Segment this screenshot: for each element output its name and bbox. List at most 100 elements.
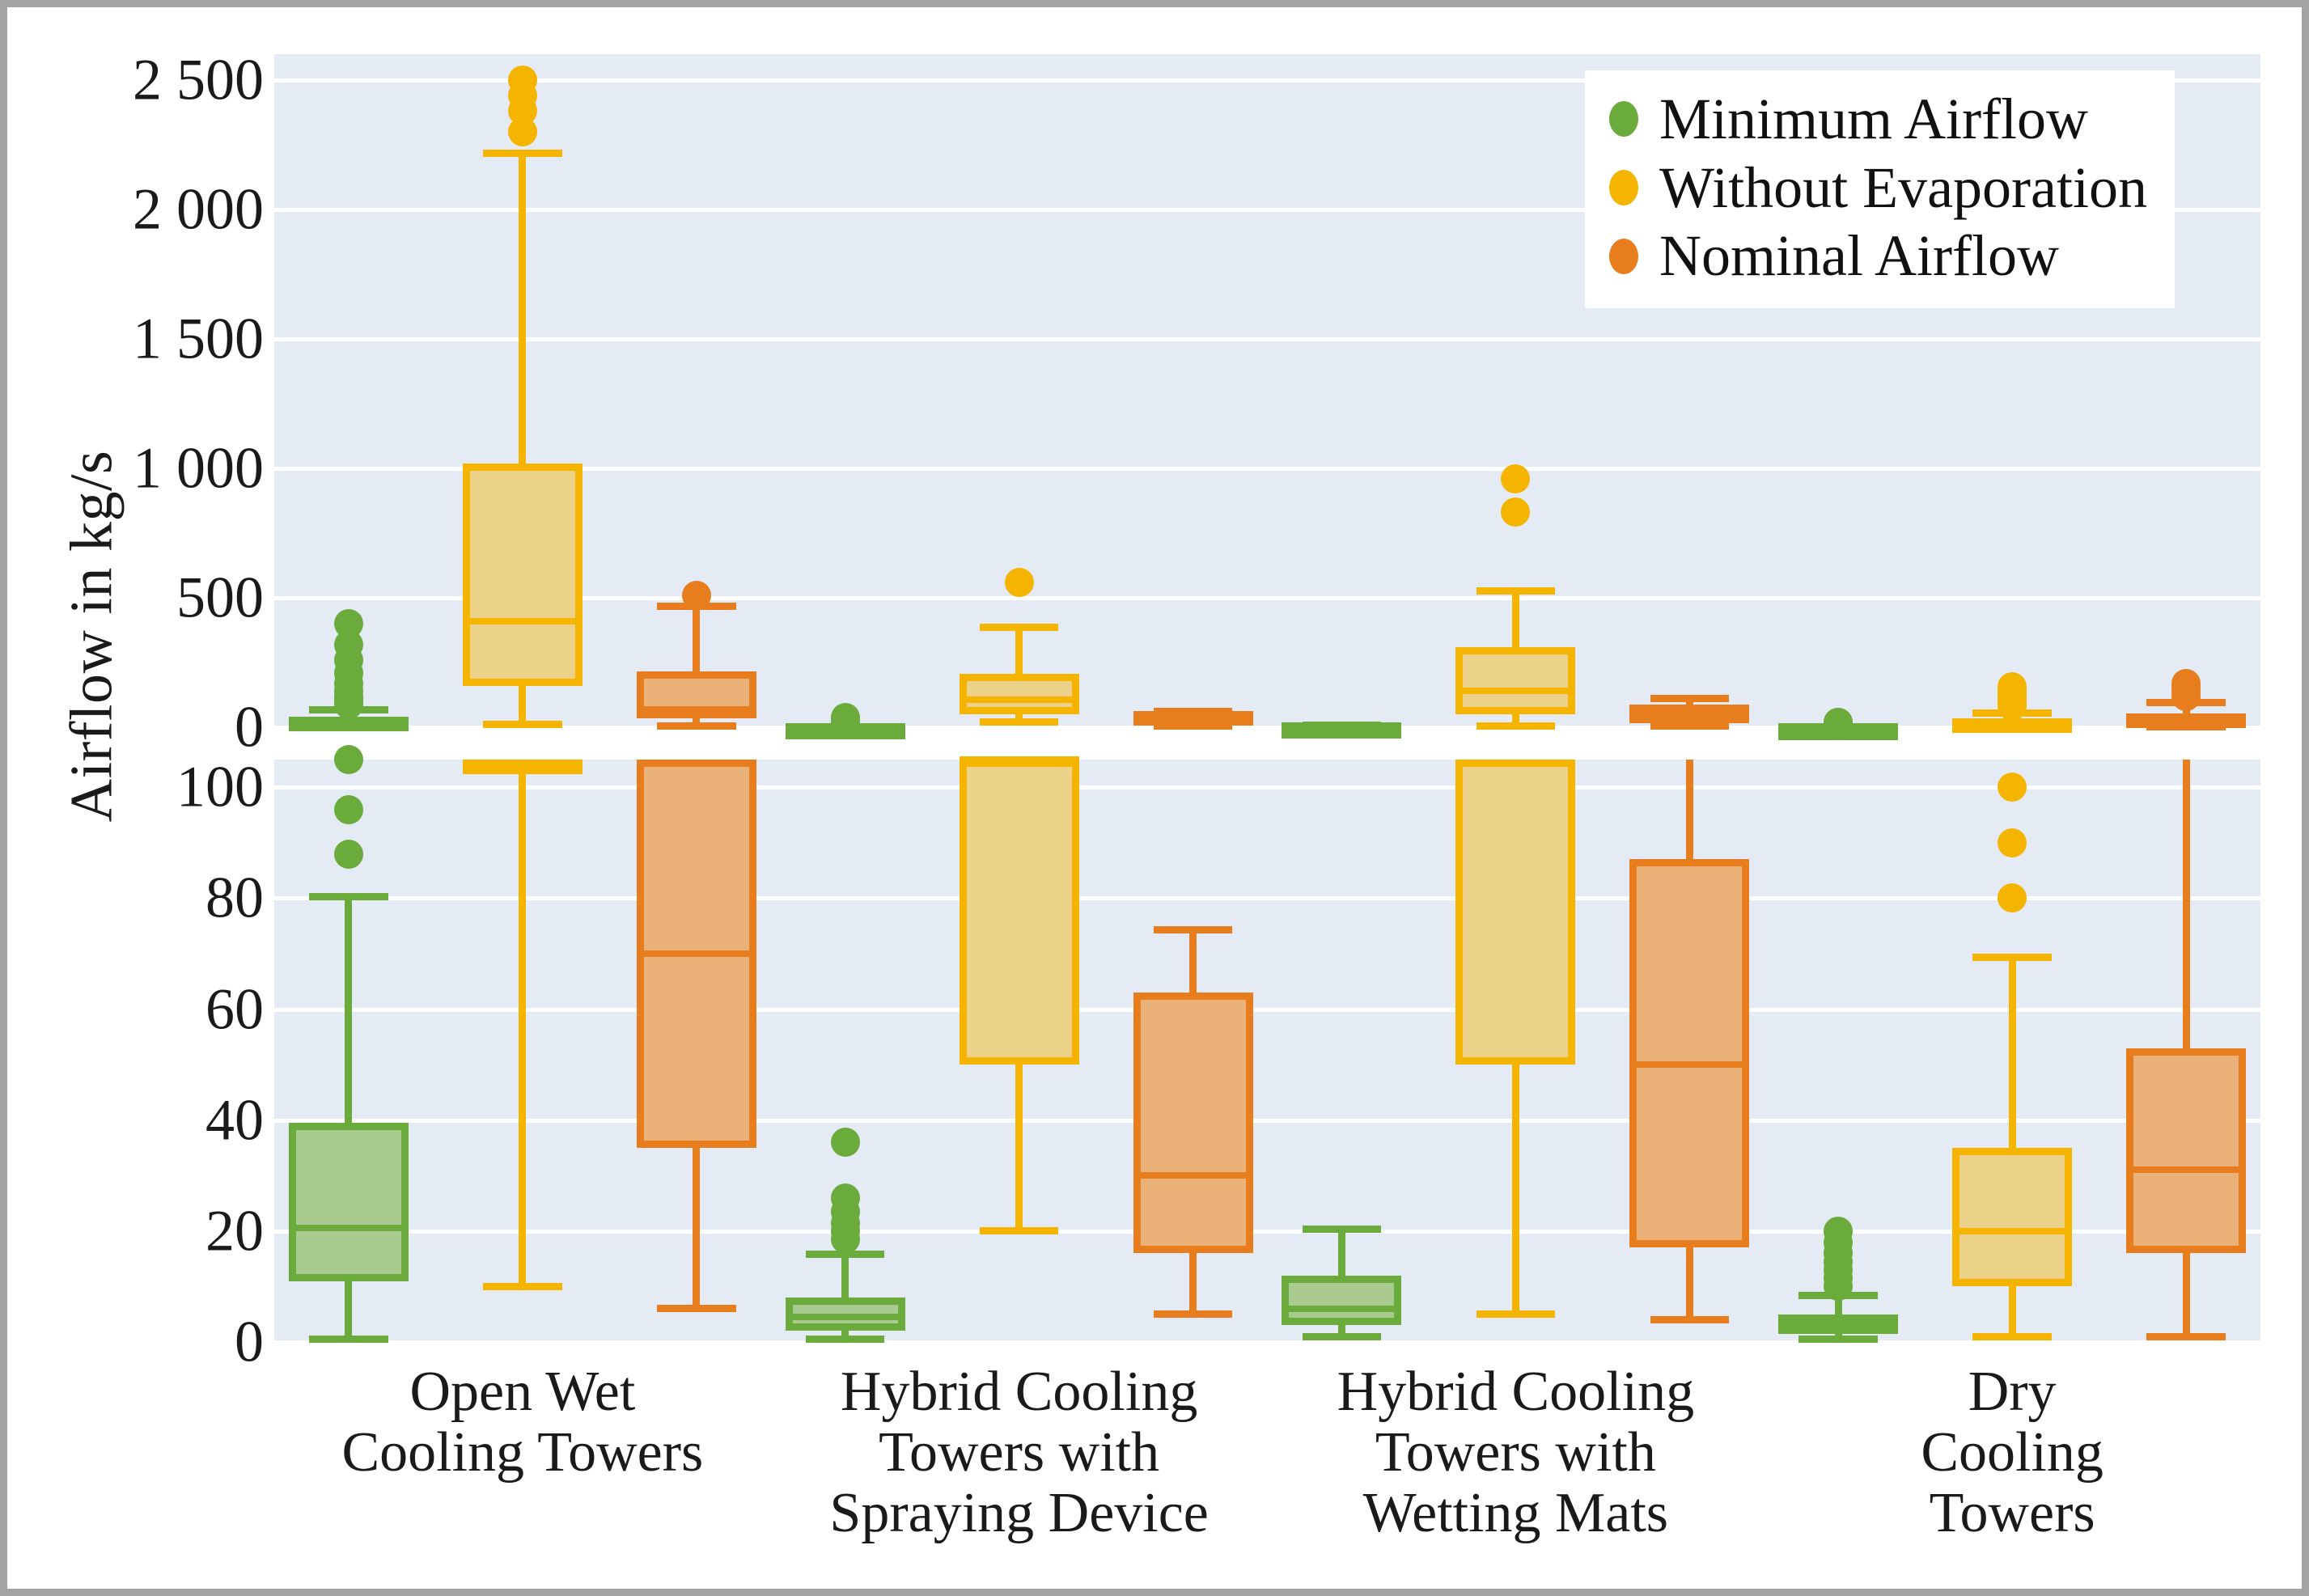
box: [1455, 646, 1576, 714]
legend-item[interactable]: Without Evaporation: [1609, 155, 2147, 221]
y-tick-label: 1 500: [133, 306, 264, 371]
legend-item[interactable]: Minimum Airflow: [1609, 87, 2147, 152]
whisker-cap-lower: [1302, 1332, 1382, 1340]
box: [959, 674, 1079, 714]
gridline: [274, 208, 2260, 212]
gridline: [274, 337, 2260, 341]
whisker-cap-lower: [1972, 1332, 2052, 1340]
whisker-cap-lower: [657, 1305, 736, 1313]
whisker-lower: [1015, 1065, 1023, 1231]
outlier-point: [507, 66, 537, 95]
y-tick-label: 2 000: [133, 176, 264, 242]
outlier-point: [1004, 567, 1034, 597]
whisker-cap-upper: [309, 892, 388, 900]
whisker-upper: [693, 603, 701, 672]
outlier-point: [1501, 497, 1531, 527]
outlier-point: [830, 1183, 860, 1213]
y-tick-label: 500: [176, 565, 264, 630]
box: [1629, 859, 1750, 1248]
outlier-point: [1998, 672, 2027, 702]
median-line: [1133, 1172, 1253, 1179]
y-tick-label: 40: [205, 1087, 264, 1153]
whisker-lower: [1685, 1247, 1693, 1320]
whisker-cap-lower: [1476, 1310, 1556, 1319]
outlier-point: [830, 1128, 860, 1158]
whisker-cap-lower: [1153, 1310, 1233, 1319]
median-line: [2126, 716, 2247, 723]
median-line: [462, 617, 583, 624]
whisker-cap-lower: [483, 721, 562, 729]
whisker-upper: [1337, 1226, 1345, 1276]
median-line: [1282, 722, 1402, 730]
whisker-lower: [2182, 1253, 2190, 1337]
legend-marker-icon: [1609, 238, 1638, 274]
whisker-cap-upper: [1650, 695, 1730, 702]
whisker-upper: [345, 892, 353, 1124]
whisker-cap-upper: [979, 624, 1059, 631]
whisker-lower: [693, 718, 701, 726]
median-line: [1629, 711, 1750, 718]
box: [1952, 1148, 2073, 1287]
median-line: [1952, 718, 2073, 726]
y-tick-label: 100: [176, 754, 264, 819]
legend-label: Without Evaporation: [1659, 155, 2147, 220]
median-line: [288, 718, 409, 726]
box: [1455, 760, 1576, 1065]
median-line: [959, 756, 1079, 763]
box: [1282, 1275, 1402, 1326]
whisker-cap-lower: [1650, 1316, 1730, 1324]
whisker-lower: [693, 1148, 701, 1309]
whisker-upper: [841, 1250, 849, 1298]
outlier-point: [830, 703, 860, 733]
gridline: [274, 596, 2260, 600]
median-line: [1629, 1061, 1750, 1069]
median-line: [1133, 716, 1253, 723]
whisker-cap-lower: [1476, 722, 1556, 730]
outlier-point: [1824, 707, 1854, 737]
legend-label: Nominal Airflow: [1659, 223, 2059, 289]
x-tick-label: Hybrid Cooling Towers with Wetting Mats: [1337, 1361, 1695, 1544]
outlier-point: [2171, 669, 2201, 699]
gridline: [274, 1007, 2260, 1012]
whisker-upper: [1189, 925, 1197, 993]
outlier-point: [333, 609, 363, 638]
whisker-upper: [1685, 760, 1693, 860]
whisker-lower: [1337, 1325, 1345, 1337]
whisker-lower: [519, 685, 527, 725]
box: [2126, 1048, 2247, 1254]
whisker-lower: [1015, 714, 1023, 722]
whisker-lower: [1189, 1253, 1197, 1314]
median-line: [959, 696, 1079, 704]
outlier-point: [1824, 1216, 1854, 1246]
whisker-lower: [519, 760, 527, 1287]
box: [462, 463, 583, 686]
gridline: [274, 467, 2260, 471]
median-line: [2126, 1166, 2247, 1174]
whisker-cap-upper: [483, 150, 562, 158]
whisker-lower: [841, 1331, 849, 1340]
box: [1133, 993, 1253, 1254]
whisker-upper: [2182, 760, 2190, 1048]
median-line: [636, 705, 756, 713]
whisker-cap-upper: [1302, 1226, 1382, 1233]
box: [959, 760, 1079, 1065]
whisker-cap-lower: [1650, 722, 1730, 730]
whisker-cap-upper: [805, 1250, 885, 1258]
median-line: [1282, 1305, 1402, 1312]
outlier-point: [1998, 773, 2027, 802]
whisker-lower: [2008, 1286, 2016, 1337]
y-tick-label: 20: [205, 1198, 264, 1264]
x-tick-label: Open Wet Cooling Towers: [341, 1361, 704, 1484]
median-line: [1455, 688, 1576, 695]
legend-marker-icon: [1609, 169, 1638, 205]
outlier-point: [1998, 883, 2027, 913]
whisker-cap-lower: [657, 722, 736, 730]
y-tick-label: 2 500: [133, 47, 264, 112]
outlier-point: [333, 794, 363, 824]
y-tick-label: 60: [205, 976, 264, 1042]
whisker-lower: [1511, 714, 1519, 726]
legend-item[interactable]: Nominal Airflow: [1609, 223, 2147, 289]
gridline: [274, 78, 2260, 83]
gridline: [274, 1118, 2260, 1123]
